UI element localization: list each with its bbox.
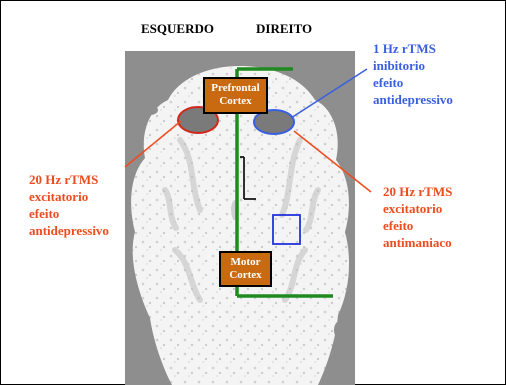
right-prefrontal-target xyxy=(253,109,295,135)
prefrontal-cortex-label: Prefrontal Cortex xyxy=(203,77,268,114)
leader-line-blue xyxy=(290,68,368,119)
right-motor-annotation: 20 Hz rTMS excitatorio efeito antimaniac… xyxy=(383,184,453,250)
right-motor-target xyxy=(272,214,301,245)
leader-line-right-red xyxy=(293,130,372,193)
bracket-marker xyxy=(240,156,256,200)
brain-sulci xyxy=(162,137,321,303)
left-prefrontal-annotation: 20 Hz rTMS excitatorio efeito antidepres… xyxy=(29,172,109,238)
motor-cortex-label: Motor Cortex xyxy=(219,251,272,287)
leader-line-left-red xyxy=(124,120,182,168)
scan-blotch xyxy=(334,321,346,339)
scan-blotch xyxy=(142,105,158,115)
right-prefrontal-annotation: 1 Hz rTMS inibitorio efeito antidepressi… xyxy=(373,41,453,107)
right-hemisphere-label: DIREITO xyxy=(256,21,313,36)
left-hemisphere-label: ESQUERDO xyxy=(141,21,214,36)
